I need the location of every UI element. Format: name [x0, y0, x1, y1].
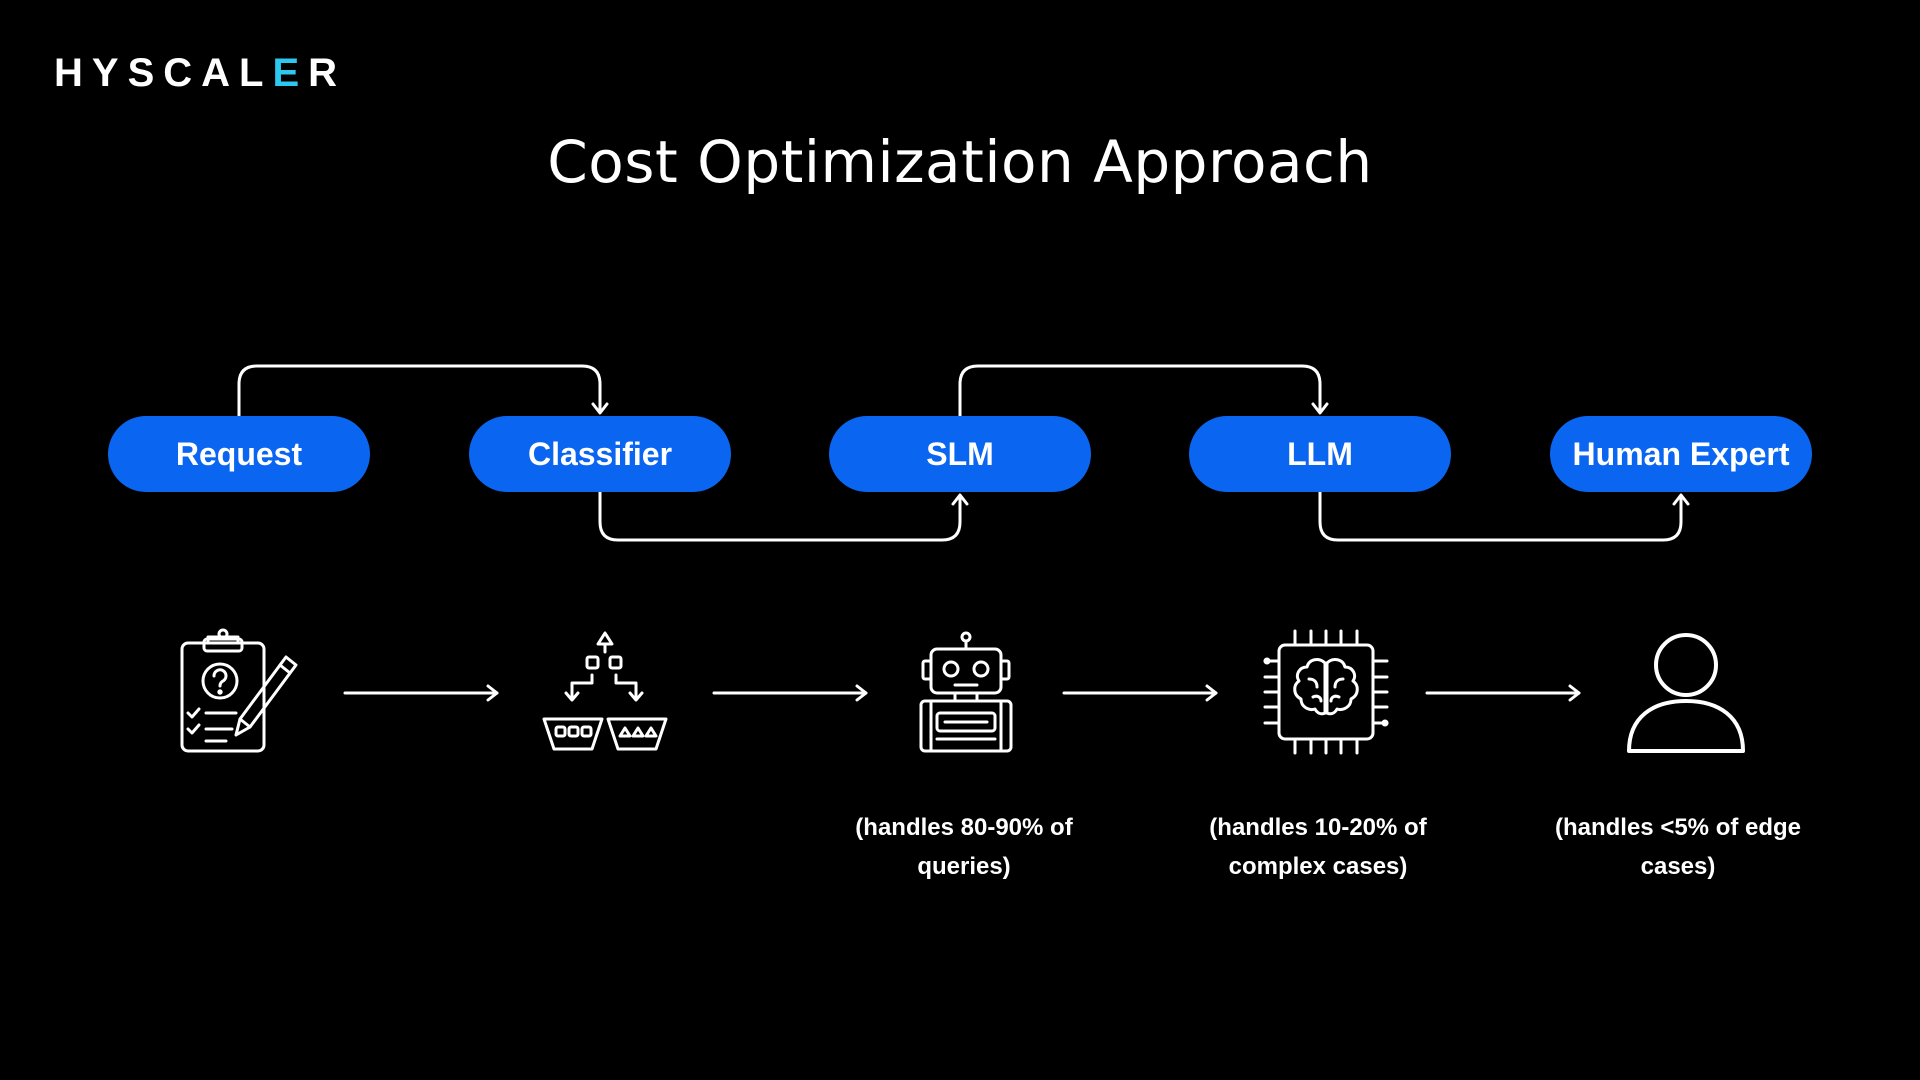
arrowhead-request-classifier [591, 402, 609, 415]
caption-slm: (handles 80-90% of queries) [855, 814, 1073, 880]
connector-slm-llm [958, 364, 1322, 418]
arrowhead-classifier-slm [951, 493, 969, 506]
connector-request-classifier [237, 364, 602, 418]
clipboard-question-icon [180, 628, 298, 753]
brand-logo-letter: E [272, 50, 309, 95]
caption-llm: (handles 10-20% of complex cases) [1209, 814, 1427, 880]
icon-flow-arrowhead [486, 684, 499, 702]
node-llm: LLM [1189, 416, 1451, 492]
person-icon [1627, 633, 1745, 753]
icon-flow-arrowhead [855, 684, 868, 702]
brand-logo-letter: H [54, 50, 92, 95]
sorting-baskets-icon [542, 631, 668, 751]
node-classifier-label: Classifier [527, 435, 673, 472]
brain-chip-icon [1263, 629, 1389, 755]
node-classifier: Classifier [469, 416, 731, 492]
connector-llm-human [1318, 490, 1683, 542]
node-request: Request [108, 416, 370, 492]
caption-human: (handles <5% of edge cases) [1554, 814, 1802, 880]
node-request-label: Request [175, 435, 303, 472]
arrowhead-llm-human [1672, 493, 1690, 506]
node-llm-label: LLM [1287, 435, 1353, 472]
brand-logo-letter: C [163, 50, 202, 95]
node-slm: SLM [829, 416, 1091, 492]
brand-logo: HYSCALER [54, 50, 346, 96]
brand-logo-letter: L [239, 50, 273, 95]
node-human: Human Expert [1550, 416, 1812, 492]
robot-icon [919, 631, 1013, 753]
brand-logo-letter: Y [91, 50, 128, 95]
brand-logo-letter: A [201, 50, 240, 95]
arrowhead-slm-llm [1311, 402, 1329, 415]
icon-flow-arrowhead [1205, 684, 1218, 702]
brand-logo-letter: S [127, 50, 164, 95]
node-slm-label: SLM [926, 435, 994, 472]
connector-classifier-slm [598, 490, 962, 542]
node-human-label: Human Expert [1572, 435, 1790, 472]
brand-logo-letter: R [308, 50, 347, 95]
brand-logo-text: HYSCALER [54, 51, 346, 96]
diagram-title: Cost Optimization Approach [547, 128, 1373, 196]
icon-flow-arrowhead [1568, 684, 1581, 702]
